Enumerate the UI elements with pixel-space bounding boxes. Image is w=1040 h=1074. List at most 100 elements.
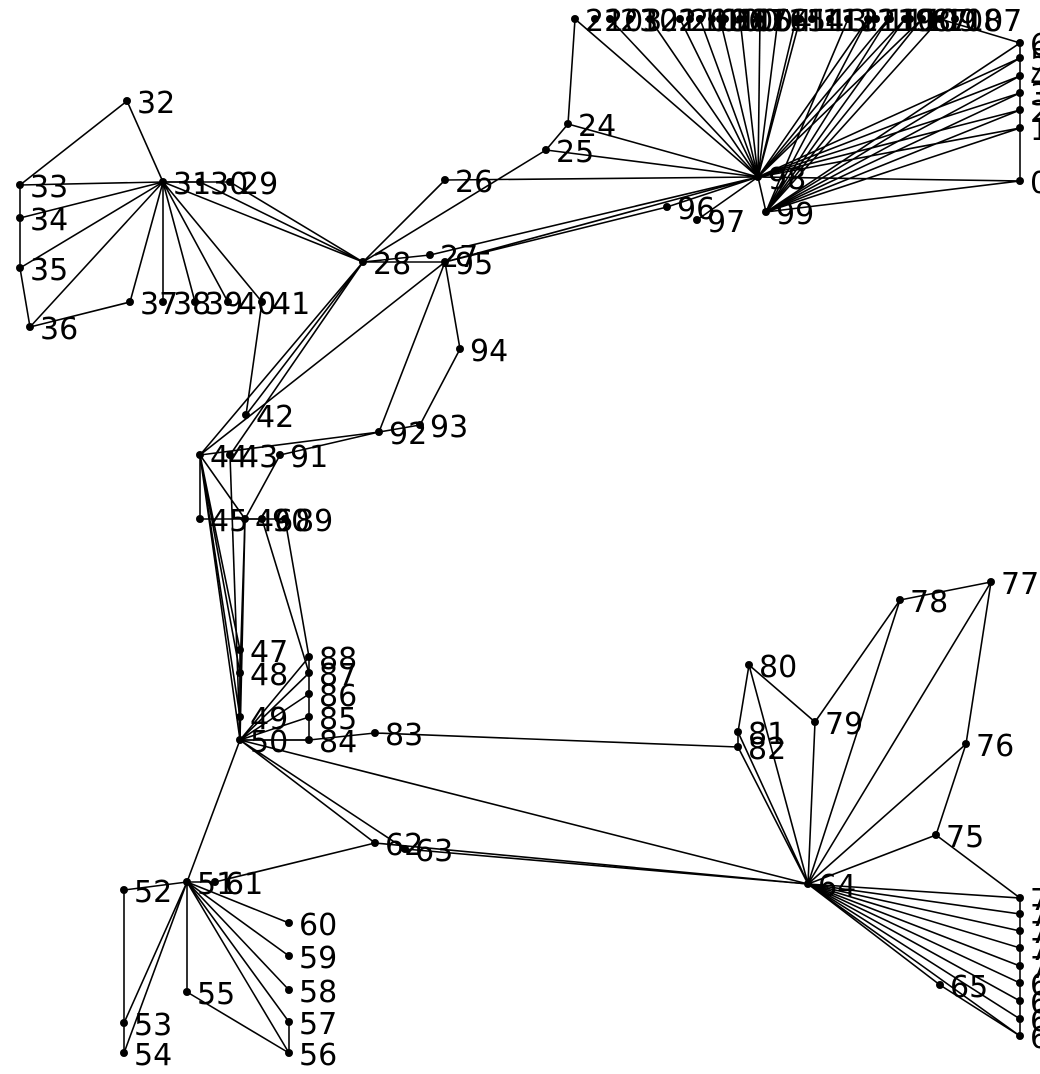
node-label-29: 29: [240, 167, 278, 202]
node-4: [1016, 72, 1024, 80]
edge-64-76: [807, 743, 967, 885]
graph-labels: 0123456789101112131415161718192021222324…: [30, 4, 1040, 1073]
node-81: [734, 728, 742, 736]
node-label-35: 35: [30, 253, 68, 288]
node-label-100: 100: [722, 4, 779, 39]
node-97: [693, 216, 701, 224]
edge-64-74: [807, 883, 1021, 899]
node-label-33: 33: [30, 170, 68, 205]
node-label-64: 64: [818, 869, 856, 904]
node-113: [796, 15, 804, 23]
edge-31-33: [19, 181, 164, 186]
node-label-9: 9: [915, 4, 934, 39]
node-label-105: 105: [735, 4, 792, 39]
node-26: [441, 176, 449, 184]
edge-64-69: [807, 883, 1021, 984]
node-label-101: 101: [700, 4, 757, 39]
node-label-58: 58: [299, 975, 337, 1010]
node-label-36: 36: [40, 312, 78, 347]
node-112: [808, 15, 816, 23]
node-37: [126, 298, 134, 306]
edge-98-10: [757, 18, 889, 178]
node-2: [1016, 106, 1024, 114]
node-label-22: 22: [585, 4, 623, 39]
edge-98-97: [696, 176, 759, 221]
edge-98-15: [757, 18, 779, 178]
edge-64-65: [807, 883, 941, 986]
edge-51-53: [123, 881, 188, 1024]
node-label-75: 75: [946, 820, 984, 855]
edge-24-25: [545, 123, 569, 151]
node-label-38: 38: [173, 287, 211, 322]
node-66: [1016, 1032, 1024, 1040]
edge-50-63: [239, 739, 406, 850]
node-84: [305, 736, 313, 744]
node-42: [242, 411, 250, 419]
node-99: [762, 208, 770, 216]
node-label-49: 49: [250, 702, 288, 737]
edge-98-9: [757, 18, 906, 178]
edge-36-37: [29, 301, 131, 328]
node-78: [896, 596, 904, 604]
node-12: [844, 15, 852, 23]
node-label-46: 46: [255, 504, 293, 539]
edge-80-79: [748, 664, 816, 723]
node-label-94: 94: [470, 334, 508, 369]
node-label-48: 48: [250, 658, 288, 693]
node-label-39: 39: [205, 287, 243, 322]
node-5: [1016, 54, 1024, 62]
node-label-41: 41: [272, 287, 310, 322]
node-0: [1016, 177, 1024, 185]
edge-31-41: [162, 181, 263, 303]
edge-31-32: [126, 100, 164, 183]
node-label-88: 88: [319, 642, 357, 677]
node-94: [456, 345, 464, 353]
node-107: [951, 15, 959, 23]
node-label-18: 18: [730, 4, 768, 39]
node-label-90: 90: [272, 504, 310, 539]
node-label-15: 15: [788, 4, 826, 39]
node-label-45: 45: [210, 504, 248, 539]
node-22: [571, 15, 579, 23]
node-label-66: 66: [1030, 1021, 1040, 1056]
node-67: [1016, 1015, 1024, 1023]
node-90: [258, 515, 266, 523]
edge-32-33: [19, 100, 128, 186]
node-46: [241, 515, 249, 523]
node-label-77: 77: [1001, 567, 1039, 602]
edge-51-58: [186, 881, 290, 991]
node-15: [774, 15, 782, 23]
edge-50-62: [239, 739, 376, 844]
node-label-79: 79: [825, 707, 863, 742]
node-label-95: 95: [455, 247, 493, 282]
node-88: [305, 653, 313, 661]
node-label-74: 74: [1030, 883, 1040, 918]
node-30: [196, 178, 204, 186]
edge-99-7: [765, 18, 941, 213]
node-label-2: 2: [1030, 95, 1040, 130]
edge-64-80: [748, 664, 809, 885]
edge-77-76: [965, 581, 992, 745]
node-label-34: 34: [30, 203, 68, 238]
edge-64-71: [807, 883, 1021, 949]
edge-99-2: [765, 109, 1021, 213]
edge-51-52: [123, 881, 188, 891]
edge-99-1: [765, 127, 1021, 213]
node-53: [120, 1019, 128, 1027]
node-68: [1016, 997, 1024, 1005]
node-108: [931, 15, 939, 23]
edge-92-91: [279, 431, 380, 456]
node-label-21: 21: [660, 4, 698, 39]
node-48: [236, 669, 244, 677]
node-34: [16, 214, 24, 222]
edge-64-75: [807, 834, 937, 885]
edge-79-78: [814, 599, 901, 723]
node-43: [226, 451, 234, 459]
edge-95-44: [199, 261, 446, 456]
edge-64-70: [807, 883, 1021, 967]
node-45: [196, 515, 204, 523]
edge-98-95: [444, 176, 759, 263]
node-28: [359, 258, 367, 266]
node-label-69: 69: [1030, 968, 1040, 1003]
edge-50-86: [239, 693, 310, 741]
